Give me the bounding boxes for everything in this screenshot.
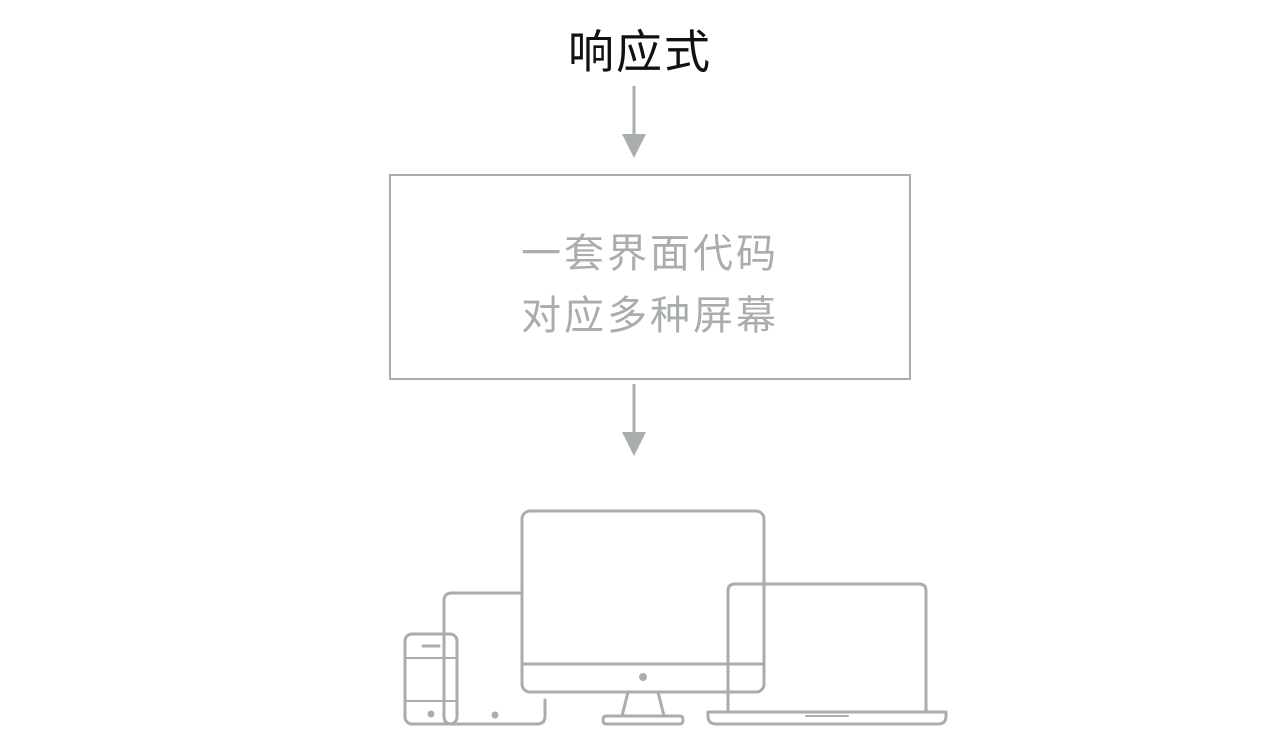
description-line-1: 一套界面代码: [521, 231, 779, 277]
tablet-icon: [442, 591, 547, 726]
laptop-icon: [706, 582, 948, 726]
phone-icon: [403, 632, 459, 726]
description-line-2: 对应多种屏幕: [521, 293, 779, 339]
desktop-monitor-icon: [520, 509, 766, 726]
description-box: 一套界面代码 对应多种屏幕: [389, 174, 911, 380]
diagram-title: 响应式: [568, 25, 712, 79]
down-arrow-icon: [620, 384, 648, 456]
down-arrow-icon: [620, 86, 648, 158]
